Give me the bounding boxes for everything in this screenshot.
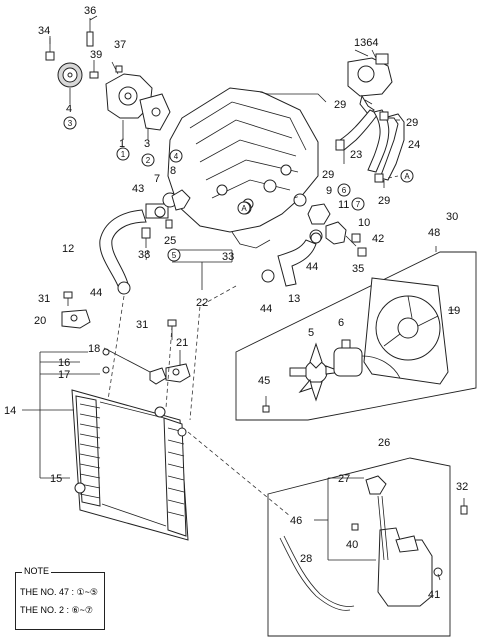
callout-label: 26 [378,437,390,449]
callout-label: 22 [196,297,208,309]
radiator-bracket-right [102,319,191,385]
callout-label: 37 [114,39,126,51]
callout-label: 41 [428,589,440,601]
reference-lines [107,175,399,517]
outlet-fitting-parts [293,193,367,257]
note-line: THE NO. 47 : ①~⑤ [20,587,98,597]
callout-label: 23 [350,149,362,161]
thermostat-housing [347,49,393,115]
callout-label: 32 [456,481,468,493]
callout-label: 45 [258,375,270,387]
callout-label: 1364 [354,37,378,49]
coolant-outlet-parts [141,189,191,248]
circled-callout [337,183,351,197]
callout-label: 1 [119,138,125,150]
callout-label: 20 [34,315,46,327]
callout-label: 31 [38,293,50,305]
callout-label: A [404,172,410,181]
callout-label: 31 [136,319,148,331]
callout-label: 34 [38,25,50,37]
note-box: NOTE THE NO. 47 : ①~⑤ THE NO. 2 : ⑥~⑦ [15,566,105,630]
callout-label: 38 [138,249,150,261]
reservoir-box [267,457,468,637]
callout-label: 43 [132,183,144,195]
callout-label: 24 [408,139,420,151]
callout-label: 29 [322,169,334,181]
callout-label: 8 [170,165,176,177]
circled-callout [167,248,181,262]
callout-label: 3 [144,138,150,150]
callout-label: 27 [338,473,350,485]
callout-labels: 36 34 39 37 4 3 1 1 3 2 1364 29 29 29 23… [4,5,468,601]
callout-label: A [241,204,247,213]
callout-label: 48 [428,227,440,239]
callout-label: 7 [154,173,160,185]
callout-label: 30 [446,211,458,223]
callout-label: 9 [326,185,332,197]
callout-label: 13 [288,293,300,305]
circled-callout [237,201,251,215]
callout-label: 4 [66,103,72,115]
circled-callout [169,149,183,163]
circled-callout [63,116,77,130]
callout-label: 36 [84,5,96,17]
callout-label: 25 [164,235,176,247]
callout-label: 16 [58,357,70,369]
callout-label: 21 [176,337,188,349]
callout-label: 28 [300,553,312,565]
callout-label: 1 [121,150,126,159]
circled-callout [141,153,155,167]
callout-label: 3 [68,119,73,128]
callout-label: 2 [146,156,151,165]
callout-label: 29 [406,117,418,129]
callout-label: 18 [88,343,100,355]
circled-callout [400,169,414,183]
callout-label: 11 [338,199,349,211]
callout-label: 33 [222,251,234,263]
water-pump-assembly [45,18,171,140]
callout-label: 7 [356,200,361,209]
heater-hoses [335,109,405,183]
callout-label: 44 [306,261,318,273]
callout-label: 15 [50,473,62,485]
radiator-hoses [99,209,322,295]
callout-label: 35 [352,263,364,275]
engine-block [167,87,327,249]
leader-lines [22,15,456,581]
fan-assembly-box [235,251,477,421]
radiator [71,389,189,541]
callout-label: 42 [372,233,384,245]
callout-label: 40 [346,539,358,551]
callout-label: 5 [308,327,314,339]
callout-label: 44 [90,287,102,299]
callout-label: 4 [174,152,179,161]
note-line: THE NO. 2 : ⑥~⑦ [20,605,93,615]
callout-label: 6 [342,186,347,195]
callout-label: 39 [90,49,102,61]
callout-label: 14 [4,405,16,417]
callout-label: 19 [448,305,460,317]
callout-label: 10 [358,217,370,229]
callout-label: 17 [58,369,70,381]
note-title: NOTE [22,566,52,576]
circled-callout [351,197,365,211]
callout-label: 6 [338,317,344,329]
callout-label: 12 [62,243,74,255]
callout-label: 29 [378,195,390,207]
callout-label: 46 [290,515,302,527]
callout-label: 29 [334,99,346,111]
circled-callout [116,147,130,161]
callout-label: 44 [260,303,272,315]
callout-label: 5 [172,251,177,260]
radiator-bracket-left [61,291,91,329]
